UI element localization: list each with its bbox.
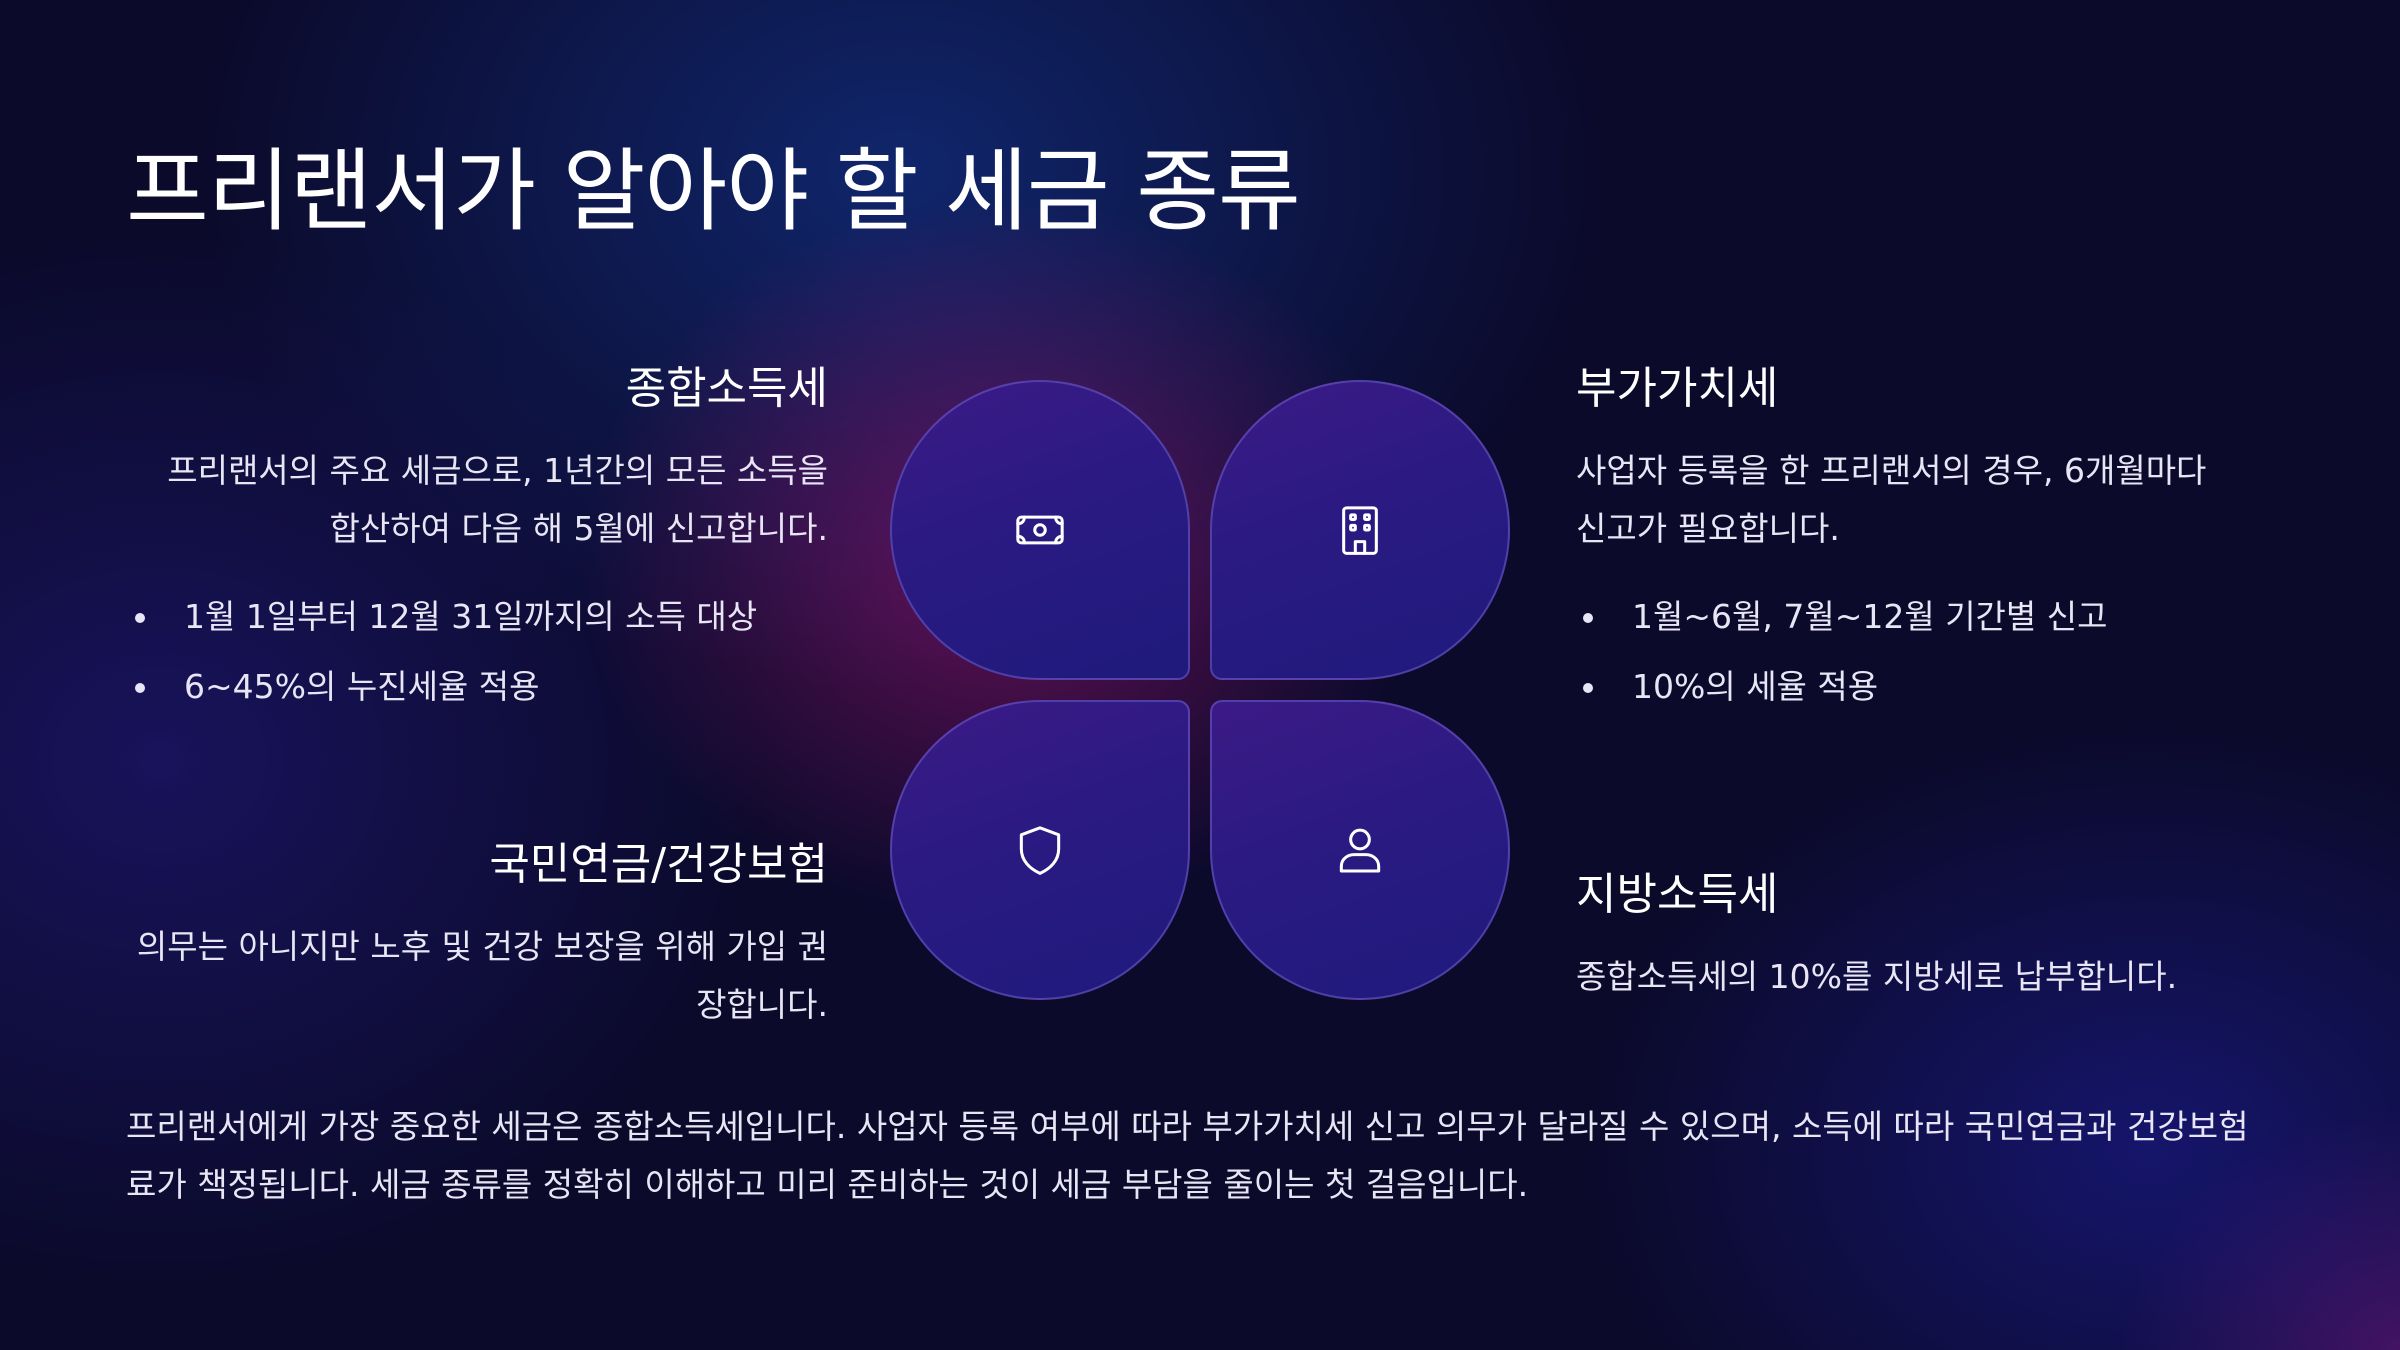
income-tax-heading: 종합소득세 [625,363,828,414]
vat-description: 사업자 등록을 한 프리랜서의 경우, 6개월마다 신고가 필요합니다. [1576,451,2207,548]
building-icon [1342,506,1378,555]
money-icon [1016,515,1064,545]
vat-petal [1210,380,1510,680]
vat-section: 부가가치세 사업자 등록을 한 프리랜서의 경우, 6개월마다 신고가 필요합니… [1576,352,2276,722]
list-item: 10%의 세율 적용 [1576,652,2276,722]
summary-text: 프리랜서에게 가장 중요한 세금은 종합소득세입니다. 사업자 등록 여부에 따… [126,1107,2249,1204]
income-tax-description: 프리랜서의 주요 세금으로, 1년간의 모든 소득을 합산하여 다음 해 5월에… [167,451,828,548]
list-item: 6~45%의 누진세율 적용 [128,652,828,722]
list-item: 1월~6월, 7월~12월 기간별 신고 [1576,582,2276,652]
shield-icon [1019,826,1061,875]
vat-heading: 부가가치세 [1576,363,1779,414]
pension-insurance-heading: 국민연금/건강보험 [489,839,828,890]
pension-insurance-section: 국민연금/건강보험 의무는 아니지만 노후 및 건강 보장을 위해 가입 권장합… [128,828,828,1034]
local-income-tax-section: 지방소득세 종합소득세의 10%를 지방세로 납부합니다. [1576,858,2276,1006]
income-tax-bullets: 1월 1일부터 12월 31일까지의 소득 대상 6~45%의 누진세율 적용 [128,582,828,722]
user-icon [1339,828,1381,873]
income-tax-petal [890,380,1190,680]
local-income-tax-heading: 지방소득세 [1576,869,1779,920]
pension-insurance-petal [890,700,1190,1000]
page-title: 프리랜서가 알아야 할 세금 종류 [126,139,1301,244]
vat-bullets: 1월~6월, 7월~12월 기간별 신고 10%의 세율 적용 [1576,582,2276,722]
income-tax-section: 종합소득세 프리랜서의 주요 세금으로, 1년간의 모든 소득을 합산하여 다음… [128,352,828,722]
pension-insurance-description: 의무는 아니지만 노후 및 건강 보장을 위해 가입 권장합니다. [136,927,828,1024]
local-income-tax-petal [1210,700,1510,1000]
list-item: 1월 1일부터 12월 31일까지의 소득 대상 [128,582,828,652]
local-income-tax-description: 종합소득세의 10%를 지방세로 납부합니다. [1576,957,2178,996]
